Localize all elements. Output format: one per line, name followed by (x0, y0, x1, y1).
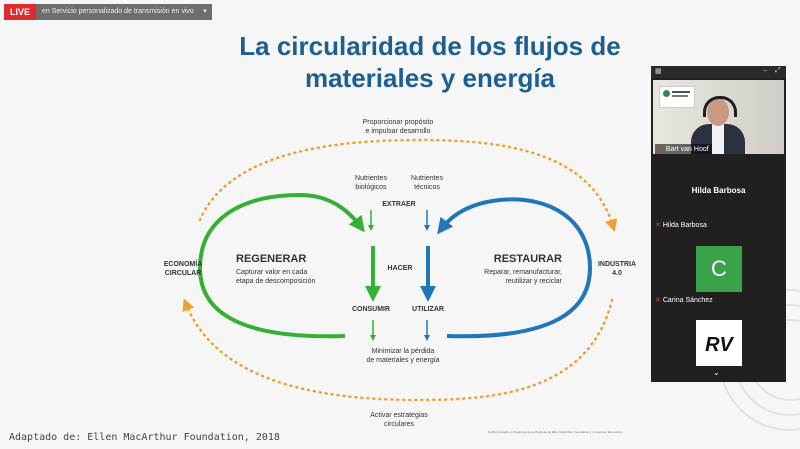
speaker-title: Hilda Barbosa (691, 186, 746, 195)
speaker-name-tag: ✕Bart van Hoof (655, 144, 712, 154)
outer-loop-bottom (182, 298, 614, 402)
consumir-label: CONSUMIR (352, 306, 390, 313)
regenerar-line1: Capturar valor en cada (236, 269, 307, 276)
participant-tag-1[interactable]: ✕Hilda Barbosa (655, 221, 707, 229)
restaurar-title: RESTAURAR (494, 253, 562, 265)
participant-name-2: Carina Sánchez (662, 297, 713, 304)
mic-muted-icon: ✕ (658, 146, 664, 153)
nutrients-tech-1: Nutrientes (411, 175, 443, 182)
svg-text:RV: RV (705, 334, 734, 356)
outer-loop-top (198, 138, 618, 232)
minimize-icon[interactable]: – (763, 67, 767, 74)
expand-icon[interactable]: ⤢ (775, 67, 781, 74)
speaker-video[interactable]: ✕Bart van Hoof (653, 80, 784, 154)
participant-name-1: Hilda Barbosa (662, 222, 707, 229)
live-stream-label: en Servicio personalizado de transmisión… (42, 8, 194, 15)
top-text-2: e impulsar desarrollo (366, 128, 431, 135)
bottom-inner-2: de materiales y energía (366, 357, 439, 364)
grid-view-icon[interactable]: ▦ (655, 68, 662, 75)
rv-logo-icon: RV (705, 334, 734, 356)
bottom-inner-1: Minimizar la pérdida (372, 348, 435, 355)
live-stream-select[interactable]: en Servicio personalizado de transmisión… (36, 4, 212, 20)
bottom-outer-1: Activar estrategias (370, 412, 428, 419)
restaurar-line1: Reparar, remanufacturar, (484, 269, 562, 276)
hacer-label: HACER (388, 265, 413, 272)
scroll-down-chevron-icon[interactable]: ⌄ (713, 368, 720, 377)
speaker-name: Bart van Hoof (665, 146, 709, 153)
slide-title: La circularidad de los flujos de materia… (150, 30, 710, 94)
live-bar: LIVE en Servicio personalizado de transm… (4, 4, 212, 20)
panel-header: ▦ – ⤢ (651, 66, 786, 78)
bottom-outer-2: circulares (384, 421, 414, 428)
top-text-1: Proporcionar propósito (363, 119, 434, 126)
participants-panel: ▦ – ⤢ ✕Bart van Hoof Hilda Barbosa ✕Hild… (651, 66, 786, 382)
slide-title-line2: materiales y energía (304, 63, 556, 93)
extraer-label: EXTRAER (382, 201, 415, 208)
headset-icon (703, 96, 737, 117)
green-loop (197, 192, 365, 339)
nutrients-tech-2: técnicos (414, 184, 440, 191)
utilizar-label: UTILIZAR (412, 306, 444, 313)
left-label-2: CIRCULAR (165, 270, 202, 277)
nutrients-bio-1: Nutrientes (355, 175, 387, 182)
fine-print: Gráfico basado en Diagrama de la Maripos… (488, 430, 623, 434)
right-label-1: INDUSTRIA (598, 261, 636, 268)
wall-sign-logo (659, 86, 695, 108)
regenerar-title: REGENERAR (236, 253, 306, 265)
participant-logo[interactable]: RV (696, 320, 742, 366)
participant-avatar[interactable]: C (696, 246, 742, 292)
participant-tag-2[interactable]: ✕Carina Sánchez (655, 296, 713, 304)
speaker-shirt (712, 124, 724, 154)
restaurar-line2: reutilizar y reciclar (506, 278, 563, 285)
chevron-down-icon[interactable]: ▾ (203, 8, 207, 15)
nutrients-bio-2: biológicos (355, 184, 387, 191)
right-label-2: 4.0 (612, 270, 622, 277)
blue-loop (437, 197, 593, 339)
mic-muted-icon: ✕ (655, 222, 661, 229)
live-badge: LIVE (4, 4, 37, 20)
mic-muted-icon: ✕ (655, 297, 661, 304)
slide-title-line1: La circularidad de los flujos de (239, 31, 621, 61)
regenerar-line2: etapa de descomposición (236, 278, 315, 285)
source-footer: Adaptado de: Ellen MacArthur Foundation,… (9, 432, 280, 443)
left-label-1: ECONOMÍA (164, 259, 203, 268)
